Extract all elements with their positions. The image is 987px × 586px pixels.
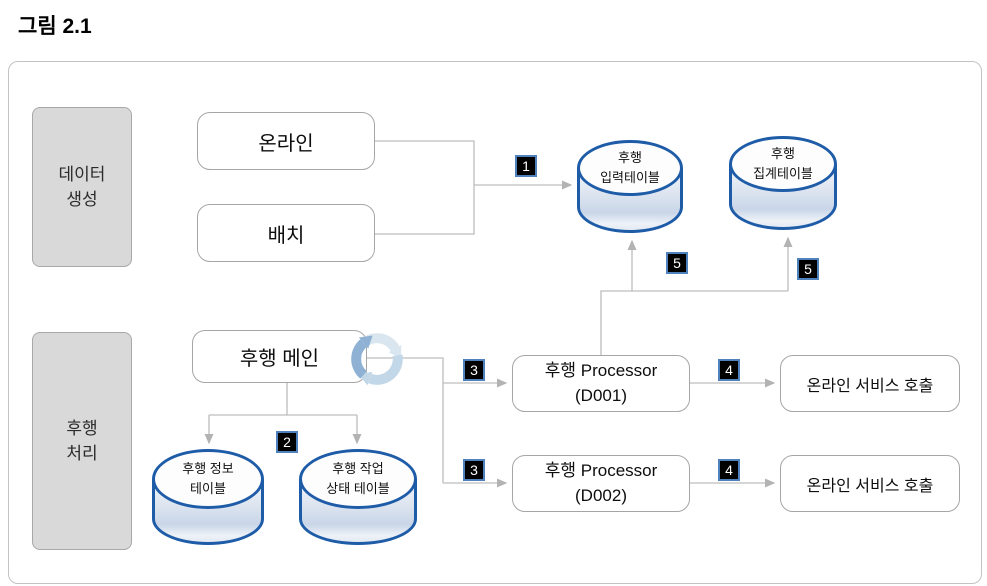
- box-service-call-2-label: 온라인 서비스 호출: [806, 477, 934, 495]
- box-service-call-1-label: 온라인 서비스 호출: [806, 377, 934, 395]
- box-processor-d001: 후행 Processor (D001): [512, 355, 690, 412]
- box-service-call-2: 온라인 서비스 호출: [780, 455, 960, 512]
- box-batch: 배치: [197, 204, 375, 262]
- diagram-frame: [8, 61, 982, 584]
- cycle-arrows-icon: [351, 333, 403, 386]
- db-aggregate-table-top: 후행 집계테이블: [729, 136, 837, 192]
- lane-data-generation: 데이터 생성: [32, 107, 132, 267]
- db-input-table-top: 후행 입력테이블: [577, 140, 683, 196]
- step-badge-5b: 5: [797, 258, 819, 280]
- db-input-table: 후행 입력테이블: [577, 140, 683, 233]
- flow-online-batch-merge: [375, 140, 475, 235]
- db-job-status-table-line2: 상태 테이블: [326, 481, 390, 496]
- box-processor-d001-line2: (D001): [575, 385, 627, 405]
- db-job-status-table-line1: 후행 작업: [332, 460, 384, 476]
- db-info-table: 후행 정보 테이블: [152, 449, 264, 545]
- db-aggregate-table-line1: 후행: [771, 145, 795, 161]
- db-aggregate-table-line2: 집계테이블: [753, 166, 813, 181]
- step-badge-4b: 4: [718, 459, 740, 481]
- box-main-label: 후행 메인: [239, 348, 320, 370]
- db-job-status-table: 후행 작업 상태 테이블: [299, 449, 417, 545]
- box-processor-d002-line2: (D002): [575, 485, 627, 505]
- step-badge-3a: 3: [463, 359, 485, 381]
- flow-d001-to-tables: [600, 290, 788, 355]
- box-batch-label: 배치: [267, 224, 305, 247]
- step-badge-2: 2: [276, 431, 298, 453]
- step-badge-4a: 4: [718, 359, 740, 381]
- box-service-call-1: 온라인 서비스 호출: [780, 355, 960, 412]
- db-info-table-line1: 후행 정보: [182, 460, 234, 476]
- lane-post-processing-label: 후행 처리: [66, 418, 98, 464]
- box-main: 후행 메인: [192, 330, 367, 383]
- step-badge-3b: 3: [463, 459, 485, 481]
- box-processor-d001-line1: 후행 Processor: [544, 360, 658, 380]
- lane-post-processing: 후행 처리: [32, 332, 132, 550]
- db-input-table-line2: 입력테이블: [600, 170, 660, 185]
- step-badge-1: 1: [515, 155, 537, 177]
- figure-title: 그림 2.1: [18, 15, 92, 38]
- step-badge-5a: 5: [666, 252, 688, 274]
- box-online: 온라인: [197, 112, 375, 170]
- db-input-table-line1: 후행: [618, 149, 642, 165]
- db-info-table-top: 후행 정보 테이블: [152, 449, 264, 509]
- db-job-status-table-top: 후행 작업 상태 테이블: [299, 449, 417, 509]
- flow-main-to-processors: [367, 357, 444, 483]
- db-info-table-line2: 테이블: [190, 481, 226, 496]
- box-processor-d002: 후행 Processor (D002): [512, 455, 690, 512]
- box-processor-d002-line1: 후행 Processor: [544, 460, 658, 480]
- flow-main-bracket: [209, 383, 357, 416]
- db-aggregate-table: 후행 집계테이블: [729, 136, 837, 230]
- box-online-label: 온라인: [258, 132, 314, 155]
- lane-data-generation-label: 데이터 생성: [58, 164, 106, 210]
